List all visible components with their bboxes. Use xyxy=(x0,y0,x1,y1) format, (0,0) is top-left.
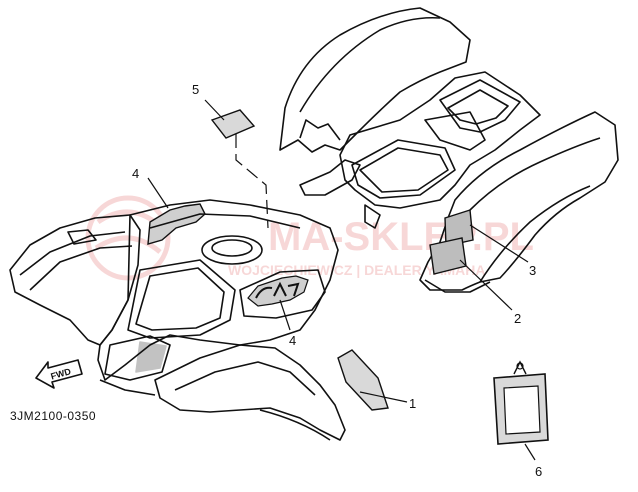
leader-lines xyxy=(147,99,536,461)
decal-6-warning-label xyxy=(493,360,549,445)
side-logo-decal-4 xyxy=(247,275,309,307)
watermark-owner: WOJCIECHIEWICZ | DEALER YAMAHA xyxy=(228,262,486,278)
leader-5 xyxy=(204,99,225,121)
leader-1 xyxy=(359,391,408,403)
callout-1: 1 xyxy=(409,396,416,411)
part-code: 3JM2100-0350 xyxy=(10,409,96,423)
leader-6 xyxy=(524,443,536,461)
decal-5 xyxy=(210,109,256,139)
leader-4-lower xyxy=(279,299,291,331)
leader-2 xyxy=(459,259,513,311)
decal-1 xyxy=(337,349,389,411)
callout-6: 6 xyxy=(535,464,542,479)
leader-4-upper xyxy=(147,177,169,209)
rear-fender xyxy=(279,7,619,293)
decal-4-upper xyxy=(147,203,206,245)
leader-5-dashed xyxy=(235,134,269,229)
callout-5: 5 xyxy=(192,82,199,97)
callout-3: 3 xyxy=(529,263,536,278)
callout-2: 2 xyxy=(514,311,521,326)
front-fender xyxy=(9,199,346,441)
fwd-arrow-icon: FWD xyxy=(35,359,83,389)
decal-pieces-2-3 xyxy=(429,209,474,275)
leader-3 xyxy=(469,224,529,263)
callout-4-lower: 4 xyxy=(289,333,296,348)
watermark-brand: MA-SKLEP.PL xyxy=(268,215,534,259)
callout-4-upper: 4 xyxy=(132,166,139,181)
callouts: 5 4 4 3 2 1 6 xyxy=(132,82,542,479)
